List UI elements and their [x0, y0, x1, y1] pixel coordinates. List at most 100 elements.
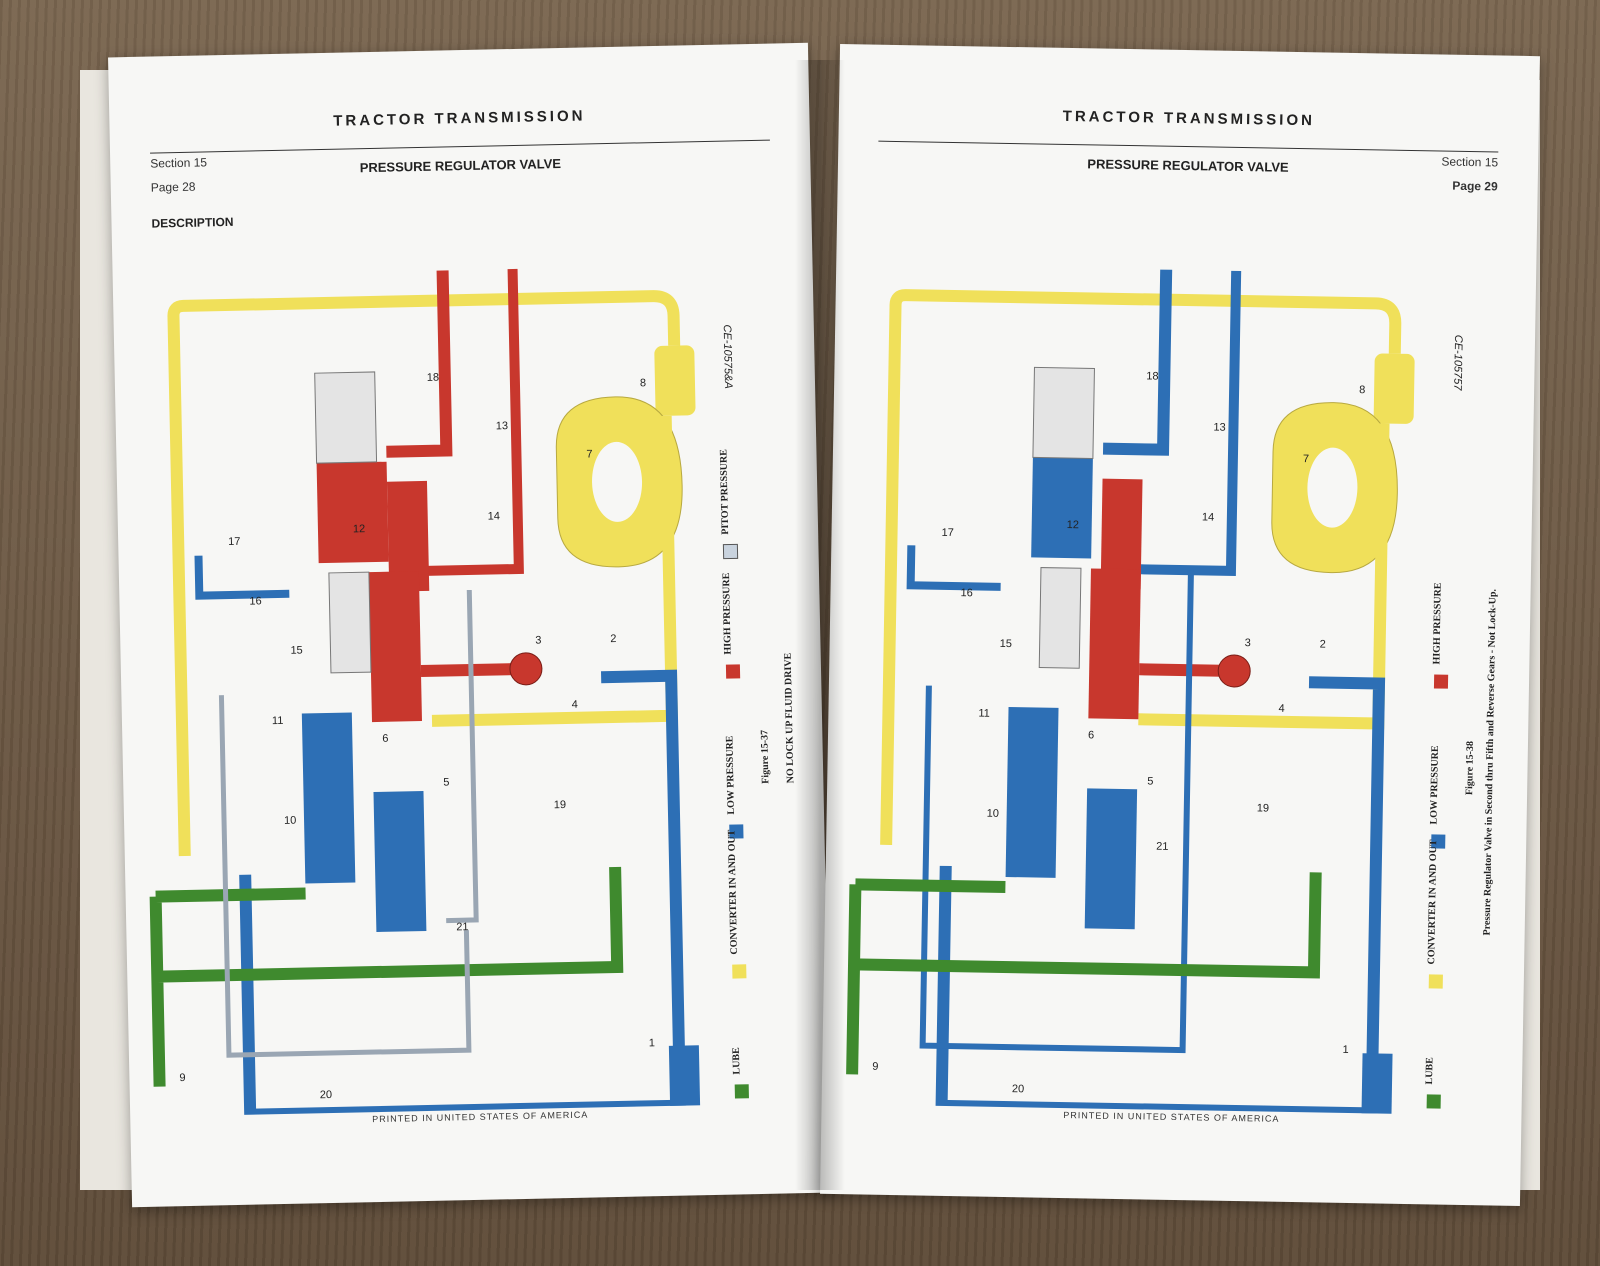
legend-lube: LUBE — [1424, 1057, 1435, 1085]
valve-cap — [314, 371, 378, 464]
low-pressure-piston-10 — [301, 712, 356, 884]
main-pressure-chamber — [368, 571, 423, 723]
legend-converter: CONVERTER IN AND OUT — [726, 829, 740, 954]
low-pressure-return — [919, 570, 1194, 1054]
valve-diagram-right: 18 13 14 12 17 16 15 3 2 4 11 6 5 10 21 … — [846, 269, 1499, 1116]
lube-line — [149, 866, 624, 1087]
book-gutter — [795, 60, 845, 1190]
running-head: TRACTOR TRANSMISSION — [333, 107, 586, 130]
regulator-spool-housing — [1031, 457, 1093, 559]
converter-core — [592, 441, 643, 522]
legend-swatch-converter — [732, 964, 747, 979]
legend-swatch-converter — [1428, 974, 1443, 989]
regulator-spool-housing — [316, 461, 389, 564]
right-page: TRACTOR TRANSMISSION Section 15 Page 29 … — [820, 43, 1540, 1207]
figure-label-right: Figure 15-38 — [1464, 741, 1476, 795]
callout-11: 11 — [978, 707, 990, 719]
callout-4: 4 — [1278, 703, 1284, 715]
callout-3: 3 — [535, 635, 541, 647]
legend-lube: LUBE — [731, 1047, 743, 1075]
callout-16: 16 — [960, 587, 972, 599]
main-pressure-chamber — [1088, 568, 1141, 720]
callout-21: 21 — [456, 921, 468, 933]
callout-19: 19 — [1257, 802, 1269, 814]
ce-code-left: CE-10575&A — [721, 324, 734, 388]
legend-swatch-pitot — [722, 543, 739, 560]
description-heading: DESCRIPTION — [151, 214, 234, 231]
pilot-valve — [386, 480, 430, 592]
running-head: TRACTOR TRANSMISSION — [1062, 107, 1316, 130]
lube-filter-1 — [1361, 1053, 1393, 1116]
legend-high: HIGH PRESSURE — [1431, 582, 1443, 664]
callout-9: 9 — [872, 1061, 878, 1073]
lube-filter-1 — [668, 1045, 701, 1116]
callout-14: 14 — [488, 510, 500, 522]
header-rule — [150, 139, 770, 154]
high-pressure-line-13 — [408, 268, 524, 577]
converter-line — [880, 289, 1402, 846]
callout-14: 14 — [1202, 511, 1214, 523]
callout-21: 21 — [1156, 841, 1168, 853]
low-pressure-line-17 — [906, 545, 1001, 591]
pump-feed — [1139, 663, 1230, 677]
header-rule — [878, 140, 1499, 153]
legend-swatch-low — [729, 824, 744, 839]
legend-high: HIGH PRESSURE — [721, 572, 734, 655]
valve-cap — [1032, 366, 1095, 459]
callout-5: 5 — [443, 776, 449, 788]
left-page: TRACTOR TRANSMISSION Section 15 Page 28 … — [108, 42, 832, 1208]
converter-core — [1307, 447, 1358, 528]
callout-17: 17 — [228, 536, 240, 548]
low-pressure-line-18 — [1102, 269, 1173, 456]
open-book: TRACTOR TRANSMISSION Section 15 Page 28 … — [60, 20, 1560, 1246]
pitot-line — [218, 589, 479, 1058]
callout-8: 8 — [1359, 384, 1365, 396]
page-number: Page 28 — [150, 179, 196, 195]
figure-label-left: Figure 15-37 — [759, 730, 771, 784]
callout-6: 6 — [1088, 729, 1094, 741]
callout-2: 2 — [610, 633, 616, 645]
callout-3: 3 — [1245, 637, 1251, 649]
callout-4: 4 — [572, 699, 578, 711]
page-number: Page 29 — [1452, 178, 1498, 194]
page-subtitle: PRESSURE REGULATOR VALVE — [359, 155, 562, 176]
low-pressure-chamber — [373, 791, 427, 933]
callout-7: 7 — [1303, 453, 1309, 465]
callout-2: 2 — [1320, 638, 1326, 650]
legend-converter: CONVERTER IN AND OUT — [1426, 839, 1439, 964]
converter-cooler — [1373, 353, 1415, 424]
pump-3 — [509, 652, 543, 686]
low-pressure-piston-10 — [1005, 707, 1059, 878]
callout-20: 20 — [1012, 1083, 1024, 1095]
callout-6: 6 — [382, 733, 388, 745]
converter-line — [167, 290, 681, 857]
pilot-valve — [1100, 478, 1143, 590]
callout-1: 1 — [1343, 1044, 1349, 1056]
valve-diagram-left: 18 13 14 12 17 16 15 3 2 4 11 6 5 10 21 … — [149, 268, 796, 1117]
legend-low: LOW PRESSURE — [724, 735, 737, 815]
legend-swatch-lube — [1426, 1094, 1441, 1109]
callout-19: 19 — [554, 799, 566, 811]
high-pressure-line-18 — [386, 270, 453, 458]
callout-18: 18 — [427, 372, 439, 384]
legend-swatch-high — [1433, 674, 1449, 689]
callout-16: 16 — [249, 595, 261, 607]
callout-9: 9 — [179, 1072, 185, 1084]
legend-swatch-lube — [734, 1084, 749, 1099]
callout-5: 5 — [1147, 775, 1153, 787]
callout-15: 15 — [1000, 638, 1012, 650]
callout-7: 7 — [586, 448, 592, 460]
page-subtitle: PRESSURE REGULATOR VALVE — [1087, 156, 1289, 175]
low-pressure-line-17 — [194, 555, 290, 600]
callout-18: 18 — [1146, 370, 1158, 382]
legend-low: LOW PRESSURE — [1429, 745, 1441, 825]
callout-12: 12 — [353, 523, 365, 535]
callout-11: 11 — [272, 715, 284, 727]
ce-code-right: CE-105757 — [1451, 335, 1464, 392]
callout-12: 12 — [1067, 519, 1079, 531]
lube-line — [846, 872, 1322, 1075]
legend-swatch-high — [725, 664, 741, 679]
callout-20: 20 — [320, 1089, 332, 1101]
callout-8: 8 — [640, 377, 646, 389]
callout-10: 10 — [987, 808, 999, 820]
